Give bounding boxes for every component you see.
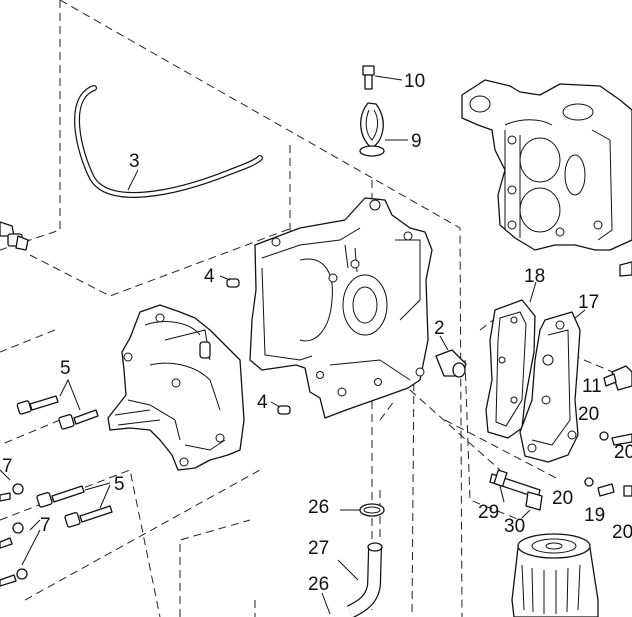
washers-part-7: [0, 469, 41, 587]
bracket-part-9: [359, 102, 408, 157]
callout-20-d: 20: [614, 442, 632, 463]
callout-9: 9: [411, 131, 422, 152]
callout-20-a: 20: [578, 404, 599, 425]
bolts-upper-part-5: [16, 378, 99, 430]
cylinder-case: [107, 304, 245, 471]
hose-part-3: [74, 85, 263, 198]
bolt-washer-right-upper: [599, 431, 632, 446]
adapter-part-2: [435, 335, 467, 378]
callout-11: 11: [582, 376, 602, 397]
callout-29: 29: [478, 502, 499, 523]
callout-4-upper: 4: [204, 266, 215, 287]
callout-labels: 10 9 3 4 4 2 18 17 5 5 11 20 20 20 20 26…: [2, 71, 632, 595]
gasket-part-18: [485, 281, 537, 439]
callout-7-upper: 7: [2, 456, 13, 477]
cap-part-30: [521, 491, 543, 519]
cover-part-17: [519, 309, 586, 463]
callout-26-lower: 26: [308, 574, 329, 595]
callout-20-c: 20: [612, 522, 632, 543]
callout-7-lower: 7: [40, 515, 51, 536]
sensor-part-11: [603, 365, 632, 391]
cylinder-head: [461, 79, 632, 277]
clamp-part-26: [340, 503, 385, 517]
callout-19: 19: [584, 505, 605, 526]
callout-30: 30: [504, 516, 525, 537]
crankcase-block: [249, 197, 433, 419]
hose-part-27: [337, 542, 383, 617]
bolt-washer-right-lower: [584, 477, 632, 497]
callout-5-lower: 5: [114, 474, 125, 495]
oil-filter: [511, 533, 599, 617]
fitting-left-edge: [0, 221, 29, 251]
callout-4-lower: 4: [257, 392, 268, 413]
callout-10: 10: [404, 71, 425, 92]
callout-26-upper: 26: [308, 497, 329, 518]
callout-17: 17: [578, 292, 599, 313]
callout-5-upper: 5: [60, 358, 71, 379]
clamp-lower-part-26: [321, 592, 331, 615]
bolt-part-10: [362, 65, 403, 90]
callout-27: 27: [308, 538, 329, 559]
dowel-pin-lower-part-4: [270, 401, 291, 415]
callout-2: 2: [434, 318, 445, 339]
dowel-pin-upper-part-4: [219, 275, 240, 288]
bolts-lower-part-5: [36, 482, 113, 528]
callout-3: 3: [129, 151, 140, 172]
callout-20-b: 20: [552, 488, 573, 509]
callout-18: 18: [524, 266, 545, 287]
